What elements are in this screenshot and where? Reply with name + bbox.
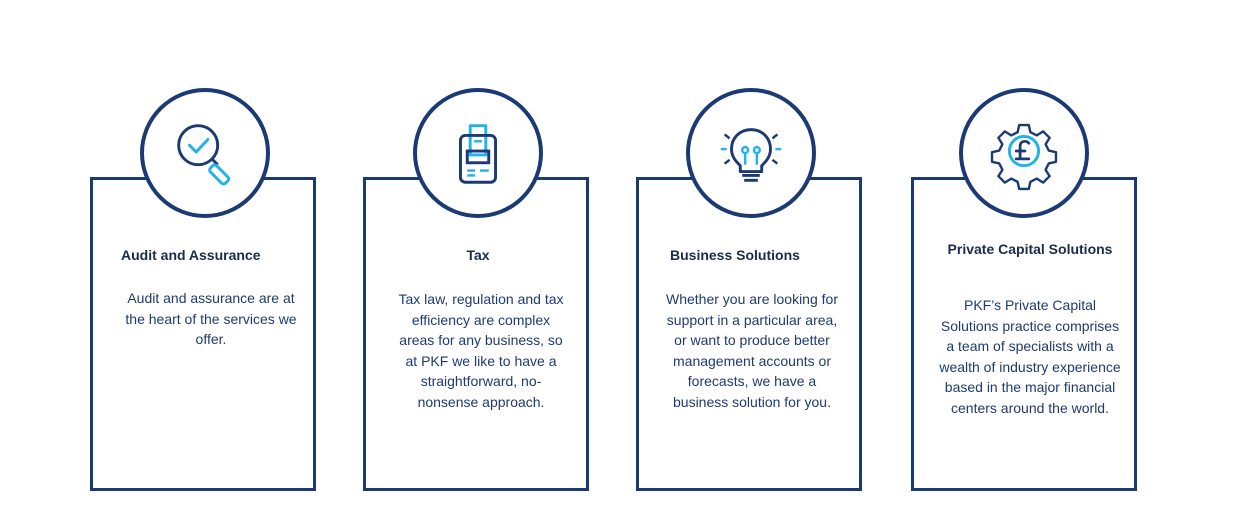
service-description-private-capital: PKF’s Private Capital Solutions practice… — [939, 297, 1121, 416]
service-icon-circle-audit — [140, 88, 270, 218]
lightbulb-icon — [720, 128, 782, 182]
service-description-audit: Audit and assurance are at the heart of … — [125, 290, 297, 347]
service-icon-circle-tax — [413, 88, 543, 218]
service-icon-circle-business — [686, 88, 816, 218]
service-title-audit: Audit and Assurance — [121, 247, 261, 263]
service-description-tax: Tax law, regulation and tax efficiency a… — [398, 291, 564, 410]
magnifier-check-icon — [177, 124, 231, 186]
service-card-audit[interactable] — [90, 177, 316, 491]
service-card-business[interactable] — [636, 177, 862, 491]
service-description-business: Whether you are looking for support in a… — [666, 291, 838, 410]
service-title-business: Business Solutions — [670, 247, 800, 263]
service-card-tax[interactable] — [363, 177, 589, 491]
service-title-tax: Tax — [466, 247, 490, 263]
service-title-private-capital: Private Capital Solutions — [947, 241, 1113, 257]
receipt-printer-icon — [458, 124, 498, 184]
gear-pound-icon — [990, 123, 1058, 191]
service-icon-circle-private-capital — [959, 88, 1089, 218]
